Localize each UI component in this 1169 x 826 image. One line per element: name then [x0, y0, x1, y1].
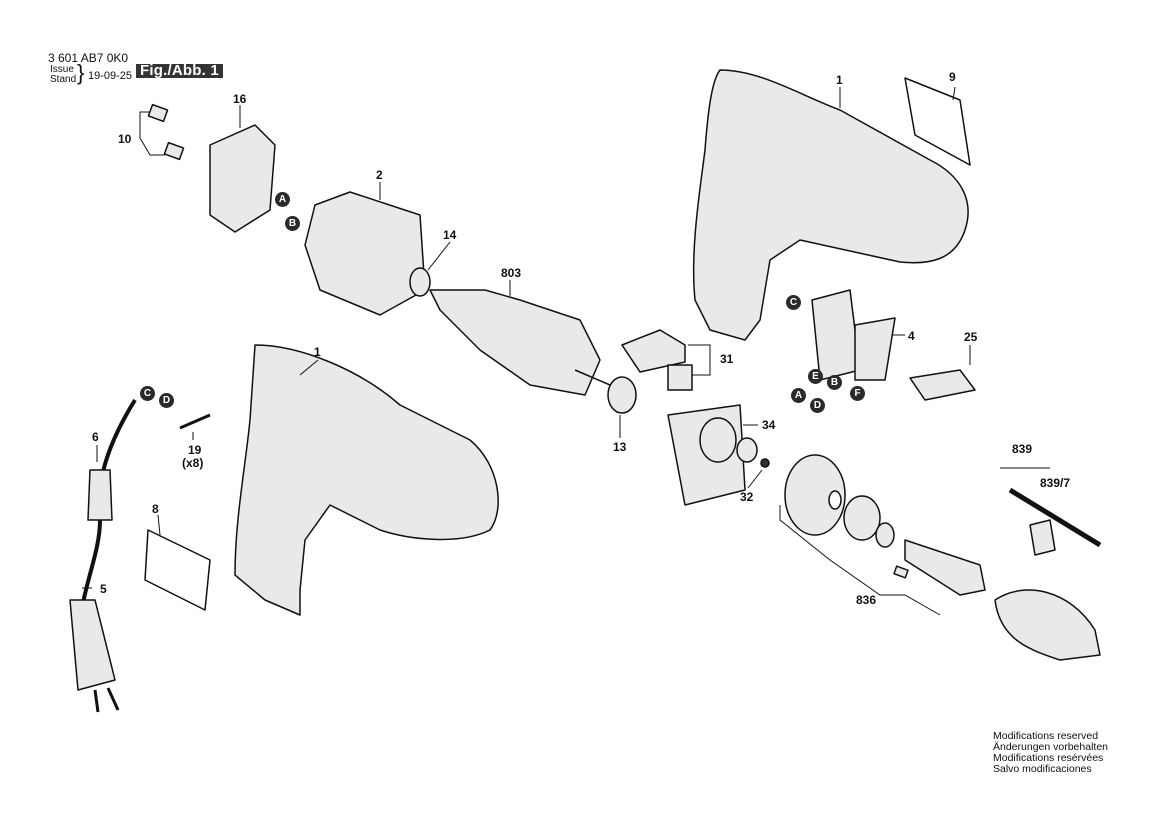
connector-badge-b-switch: B	[827, 375, 842, 390]
connector-badge-b: B	[285, 216, 300, 231]
screw	[179, 413, 211, 430]
housing-half-left	[234, 344, 499, 616]
armature	[429, 289, 601, 396]
modifications-notice: Modifications reserved Änderungen vorbeh…	[993, 731, 1108, 775]
part-label-19-qty: (x8)	[182, 456, 204, 470]
issue-stand-label: Issue Stand	[50, 65, 76, 85]
figure-badge: Fig./Abb. 1	[136, 63, 223, 78]
chuck	[994, 589, 1101, 661]
issue-date: 19-09-25	[88, 70, 133, 82]
thrust-washer	[843, 495, 881, 541]
bearing-14	[409, 267, 431, 297]
trigger	[854, 317, 896, 381]
brush-holder	[209, 124, 276, 233]
leader-10	[139, 111, 165, 156]
issue-label: Issue	[50, 64, 74, 75]
field-stator	[304, 191, 426, 316]
armature-shaft	[574, 369, 611, 386]
leader-1b	[299, 359, 319, 376]
spindle	[904, 539, 986, 596]
leader-9	[952, 86, 956, 101]
plug-pin-1	[93, 689, 100, 713]
model-number: 3 601 AB7 0K0	[48, 51, 129, 65]
note-en: Modifications reserved	[993, 730, 1099, 742]
plug	[69, 599, 116, 691]
part-label-14: 14	[443, 228, 457, 242]
carbon-brush-2	[163, 141, 185, 161]
brace-glyph: }	[77, 60, 85, 85]
note-de: Änderungen vorbehalten	[993, 741, 1109, 753]
part-label-19: 19	[188, 443, 202, 457]
connector-badge-d-switch: D	[810, 398, 825, 413]
cord-sleeve	[87, 469, 113, 521]
part-label-6: 6	[92, 430, 99, 444]
part-label-31: 31	[720, 352, 734, 366]
part-label-1a: 1	[836, 73, 843, 87]
part-label-9: 9	[949, 70, 956, 84]
part-label-13: 13	[613, 440, 627, 454]
plug-pin-2	[106, 687, 120, 711]
stand-label: Stand	[50, 74, 77, 85]
chuck-key-bar	[1008, 487, 1102, 548]
part-label-5: 5	[100, 582, 107, 596]
connector-badge-d: D	[159, 393, 174, 408]
chuck-key-head	[1029, 519, 1056, 556]
label-sheet	[904, 77, 971, 166]
spring	[875, 522, 895, 548]
part-label-34: 34	[762, 418, 776, 432]
part-label-803: 803	[501, 266, 522, 280]
note-fr: Modifications resérvées	[993, 752, 1104, 764]
part-label-1b: 1	[314, 345, 321, 359]
leader-14	[427, 241, 451, 271]
carbon-brush-1	[147, 103, 169, 123]
connector-badge-c: C	[140, 386, 155, 401]
part-label-16: 16	[233, 92, 247, 106]
part-label-32: 32	[740, 490, 754, 504]
sleeve-34	[736, 437, 758, 463]
part-label-4: 4	[908, 329, 915, 343]
part-label-2: 2	[376, 168, 383, 182]
leader-31	[688, 344, 711, 376]
leader-8	[157, 514, 161, 536]
part-label-25: 25	[964, 330, 978, 344]
clip-25	[909, 369, 976, 401]
switch	[811, 289, 861, 381]
ball-32	[760, 458, 770, 468]
connector-badge-a: A	[275, 192, 290, 207]
plate-31	[667, 364, 693, 391]
part-label-836: 836	[856, 593, 877, 607]
part-label-10: 10	[118, 132, 132, 146]
note-es: Salvo modificaciones	[993, 763, 1092, 775]
connector-badge-c-switch: C	[786, 295, 801, 310]
connector-badge-e-switch: E	[808, 369, 823, 384]
connector-badge-f-switch: F	[850, 386, 865, 401]
leader-32	[747, 469, 763, 489]
part-label-839: 839	[1012, 442, 1033, 456]
gear-836	[784, 454, 846, 536]
leader-836	[779, 505, 941, 616]
bearing-13	[607, 376, 637, 414]
washer	[828, 490, 842, 510]
part-label-8: 8	[152, 502, 159, 516]
key	[893, 565, 909, 579]
housing-half-right	[692, 69, 969, 341]
part-label-839-7: 839/7	[1040, 476, 1071, 490]
switch-cover	[621, 329, 686, 373]
plate-bearing	[699, 417, 737, 463]
connector-badge-a-switch: A	[791, 388, 806, 403]
label-sheet-8	[144, 529, 211, 611]
